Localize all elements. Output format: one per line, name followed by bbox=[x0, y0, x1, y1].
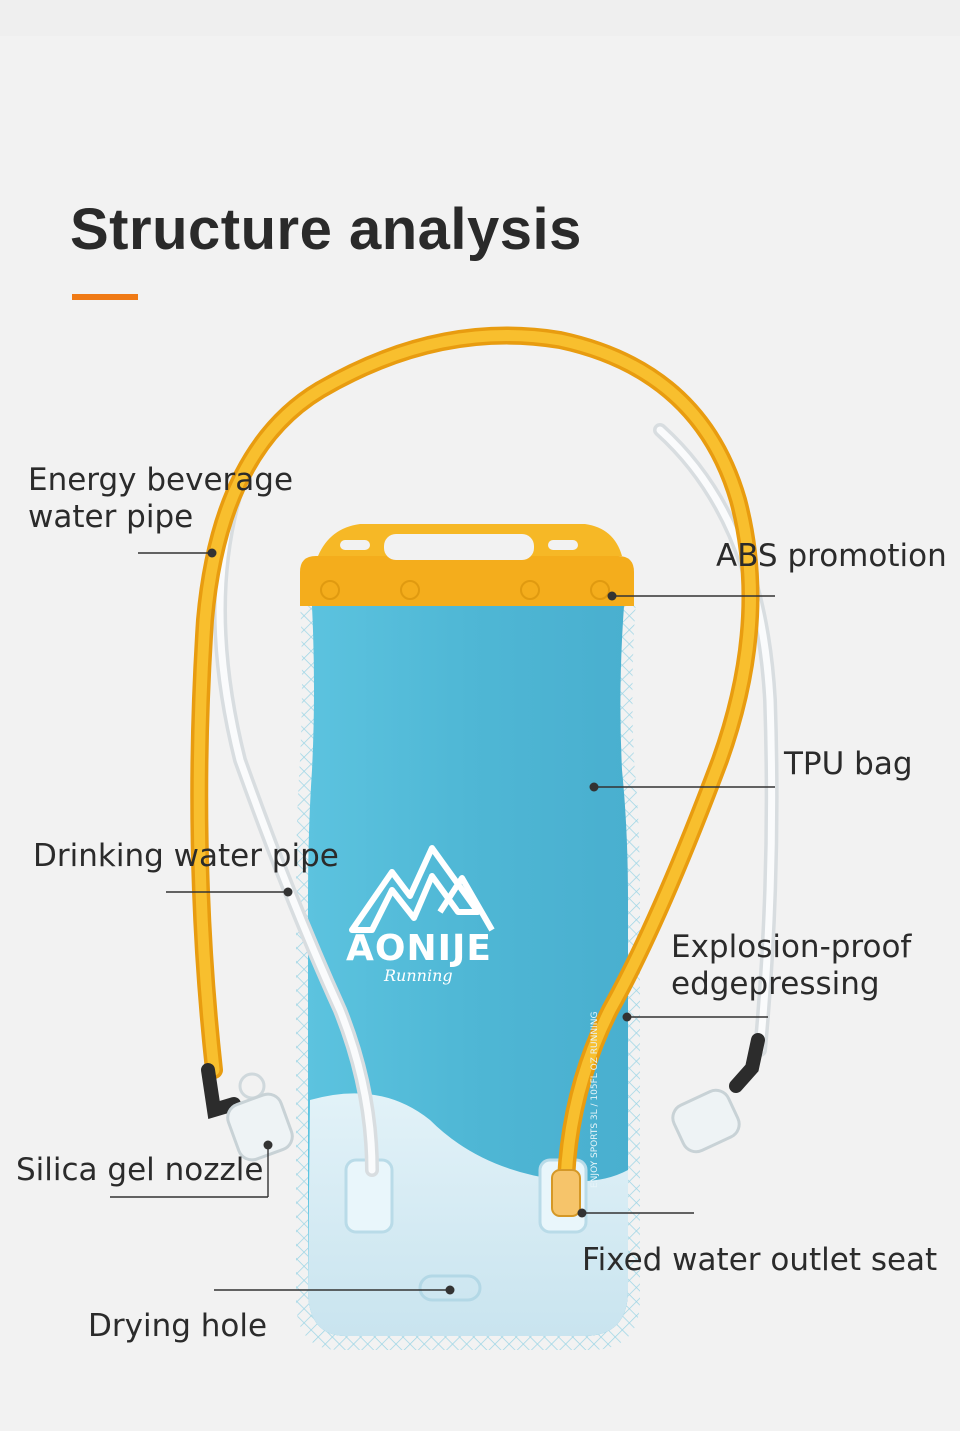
label-abs-promotion: ABS promotion bbox=[716, 538, 947, 574]
outlet-connector bbox=[551, 1169, 581, 1217]
label-drinking-water-pipe: Drinking water pipe bbox=[33, 838, 339, 874]
right-silica-nozzle bbox=[671, 1033, 765, 1154]
page-title: Structure analysis bbox=[70, 197, 582, 262]
label-explosion-proof-edgepressing: Explosion-proof edgepressing bbox=[671, 929, 912, 1002]
drinking-water-pipe bbox=[213, 423, 779, 1177]
abs-cap bbox=[300, 524, 634, 606]
label-fixed-water-outlet-seat: Fixed water outlet seat bbox=[582, 1242, 938, 1278]
callout-lines bbox=[110, 548, 775, 1295]
label-energy-beverage-water-pipe: Energy beverage water pipe bbox=[28, 462, 294, 535]
energy-beverage-pipe bbox=[190, 326, 760, 1189]
brand-logo bbox=[349, 845, 495, 933]
brand-name: AONIJE bbox=[346, 928, 492, 969]
tpu-bag bbox=[296, 600, 640, 1350]
brand-tagline: Running bbox=[384, 966, 453, 985]
label-drying-hole: Drying hole bbox=[88, 1308, 268, 1344]
left-silica-nozzle bbox=[201, 1063, 294, 1162]
side-print: ENJOY SPORTS 3L / 105FL OZ RUNNING bbox=[590, 1011, 600, 1188]
title-accent-bar bbox=[72, 294, 138, 300]
drying-hole bbox=[418, 1274, 482, 1302]
label-silica-gel-nozzle: Silica gel nozzle bbox=[16, 1152, 264, 1188]
label-tpu-bag: TPU bag bbox=[784, 746, 913, 782]
